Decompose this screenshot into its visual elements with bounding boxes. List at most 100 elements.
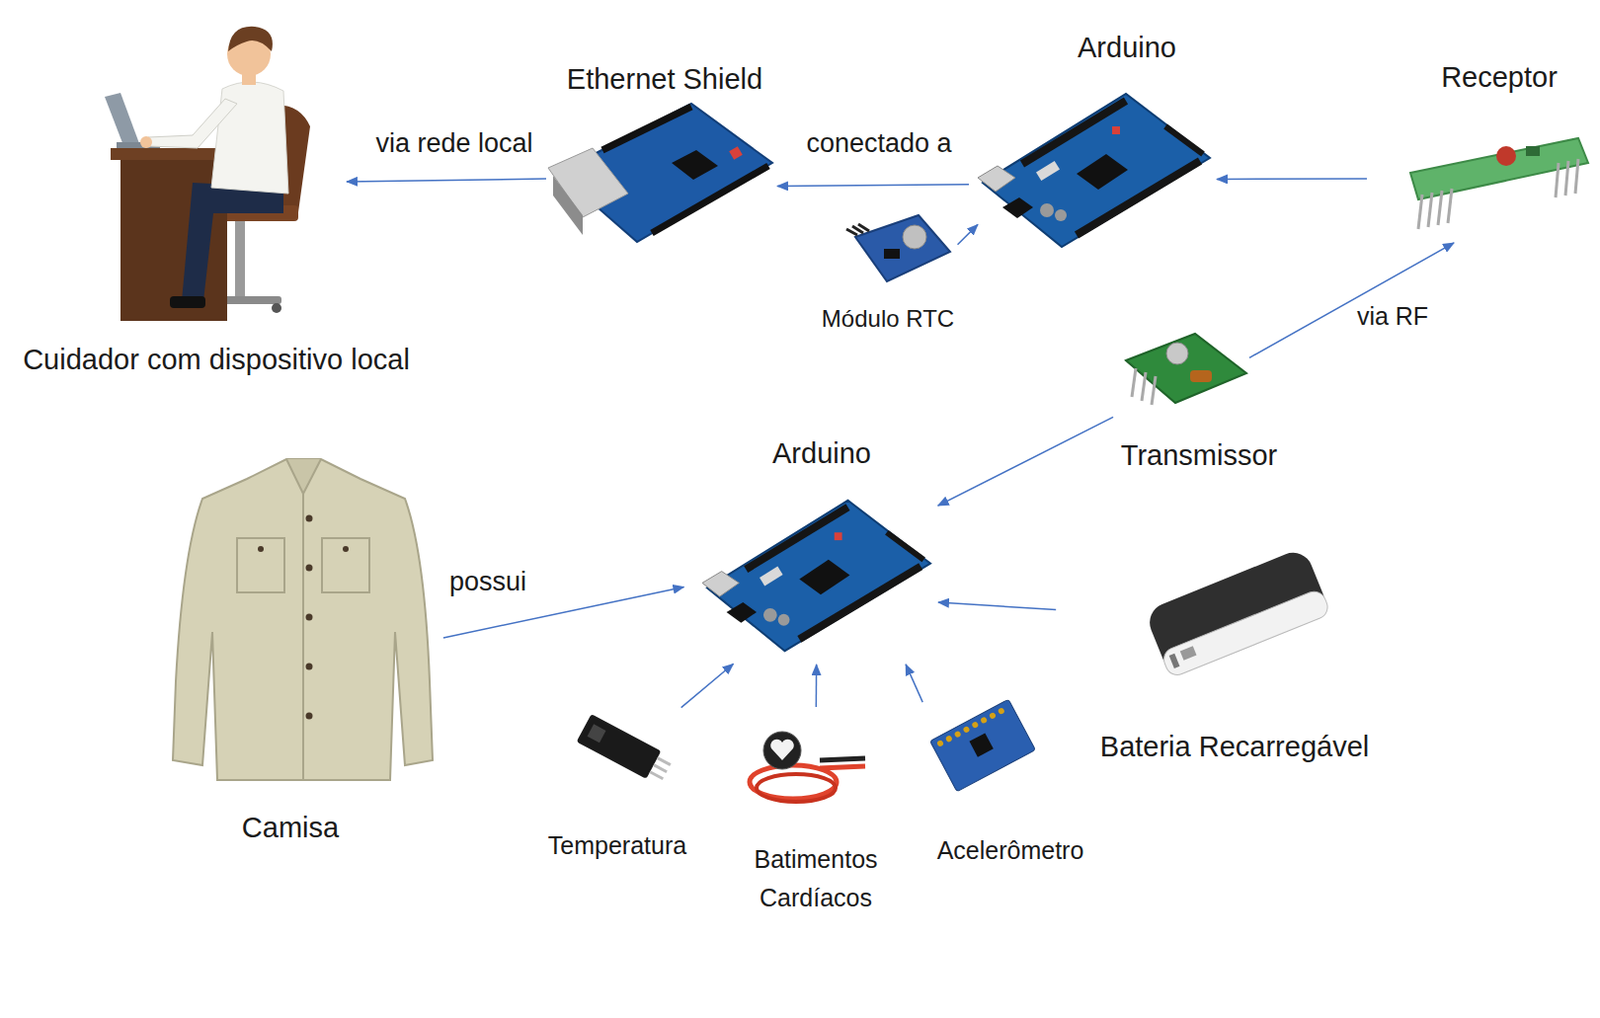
caregiver-illustration-part: [120, 158, 228, 321]
accelerometer-illustration-part: [945, 734, 954, 743]
component-label: Bateria Recarregável: [1100, 728, 1369, 765]
accelerometer-illustration-part: [988, 712, 997, 720]
shirt-illustration: [172, 459, 433, 781]
heart-rate-sensor-illustration-part: [756, 774, 836, 802]
accelerometer-illustration: [930, 699, 1037, 792]
component-node: Cuidador com dispositivo local: [96, 25, 317, 321]
component-label: Arduino: [1077, 29, 1177, 66]
shirt-illustration-part: [306, 663, 314, 671]
temperature-sensor-illustration: [576, 714, 675, 787]
transmitter-illustration-part: [1131, 368, 1136, 398]
battery-illustration-part: [1143, 547, 1331, 678]
component-node: Transmissor: [1121, 331, 1250, 419]
shirt-illustration-part: [306, 515, 314, 523]
ethernet-shield-illustration-part: [553, 175, 583, 236]
shirt-illustration-part: [321, 538, 370, 593]
transmitter-illustration-part: [1125, 333, 1247, 403]
receiver-illustration-part: [1565, 160, 1569, 196]
heart-rate-sensor-illustration-part: [763, 731, 801, 770]
shirt-illustration-part: [237, 538, 285, 593]
heart-rate-sensor-illustration: [749, 731, 866, 802]
receiver-illustration-part: [1496, 146, 1517, 166]
component-node: Receptor: [1402, 132, 1592, 240]
ethernet-shield-illustration-part: [548, 148, 629, 218]
caregiver-illustration-part: [104, 92, 141, 149]
accelerometer-illustration-part: [936, 739, 945, 748]
arduino-top-illustration: [977, 93, 1210, 247]
temperature-sensor-illustration-part: [657, 758, 671, 766]
component-label: Cuidador com dispositivo local: [18, 338, 414, 383]
component-label: Camisa: [241, 809, 339, 846]
transmitter-illustration-part: [1190, 370, 1212, 383]
component-node: Arduino: [702, 489, 936, 663]
ethernet-shield-illustration: [548, 103, 773, 242]
receiver-illustration-part: [1428, 192, 1433, 228]
accelerometer-illustration-part: [961, 725, 970, 734]
receiver-illustration-part: [1418, 194, 1423, 230]
caregiver-illustration-part: [148, 98, 238, 149]
component-node: Arduino: [977, 86, 1215, 255]
component-node: Módulo RTC: [844, 212, 955, 286]
connector-arrow: [1216, 177, 1367, 180]
component-label: Módulo RTC: [821, 304, 955, 334]
battery-illustration-part: [1169, 653, 1181, 669]
shirt-illustration-part: [172, 459, 433, 781]
component-label: Receptor: [1440, 59, 1558, 95]
connector-arrow: [938, 602, 1056, 611]
edge-label: via RF: [1353, 301, 1433, 331]
shirt-illustration-part: [257, 546, 264, 553]
shirt-illustration-part: [306, 614, 314, 622]
shirt-illustration-part: [306, 713, 314, 720]
arduino-bottom-illustration: [702, 500, 931, 651]
transmitter-illustration-part: [1166, 342, 1189, 365]
caregiver-illustration: [104, 26, 311, 321]
component-label: Ethernet Shield: [566, 61, 763, 97]
receiver-illustration-part: [1410, 138, 1589, 200]
shirt-illustration-part: [286, 459, 321, 494]
edge-label: conectado a: [801, 127, 956, 160]
ethernet-shield-illustration-part: [602, 106, 692, 151]
rtc-module-illustration-part: [883, 248, 900, 259]
caregiver-illustration-part: [181, 182, 284, 302]
edge-label: via rede local: [371, 127, 537, 160]
heart-rate-sensor-illustration-part: [819, 766, 866, 769]
transmitter-illustration-part: [1141, 372, 1146, 401]
battery-illustration-part: [1180, 645, 1198, 661]
ethernet-shield-illustration-part: [671, 150, 719, 180]
connector-arrow: [777, 184, 969, 187]
component-label: Temperatura: [548, 830, 687, 862]
receiver-illustration-part: [1447, 188, 1452, 224]
component-node: Batimentos Cardíacos: [760, 729, 868, 811]
battery-illustration: [1143, 547, 1332, 679]
component-label: Transmissor: [1120, 437, 1278, 474]
component-label: Arduino: [772, 435, 872, 472]
caregiver-illustration-part: [169, 296, 206, 309]
component-node: Ethernet Shield: [546, 101, 776, 250]
connector-arrow: [958, 224, 978, 244]
heart-rate-sensor-illustration-part: [770, 739, 795, 761]
component-label: Acelerômetro: [937, 835, 1085, 867]
component-node: Acelerômetro: [923, 704, 1041, 786]
shirt-illustration-part: [342, 546, 349, 553]
ethernet-shield-illustration-part: [651, 165, 769, 234]
connector-arrow: [905, 664, 923, 703]
battery-illustration-part: [1160, 588, 1332, 680]
accelerometer-illustration-part: [970, 720, 979, 729]
accelerometer-illustration-part: [930, 699, 1037, 792]
transmitter-illustration: [1125, 333, 1247, 405]
connector-arrow: [681, 663, 734, 708]
heart-rate-sensor-illustration-part: [819, 758, 866, 761]
caregiver-illustration-part: [140, 136, 153, 149]
temperature-sensor-illustration-part: [653, 765, 667, 773]
caregiver-illustration-part: [235, 221, 245, 301]
shirt-illustration-part: [306, 564, 314, 572]
transmitter-illustration-part: [1151, 376, 1156, 405]
component-node: Temperatura: [570, 714, 674, 786]
temperature-sensor-illustration-part: [587, 723, 607, 743]
connector-arrow: [346, 178, 547, 182]
caregiver-illustration-part: [271, 303, 282, 314]
connector-arrow: [1249, 242, 1454, 358]
rtc-module-illustration-part: [855, 215, 951, 282]
rtc-module-illustration-part: [858, 224, 870, 232]
